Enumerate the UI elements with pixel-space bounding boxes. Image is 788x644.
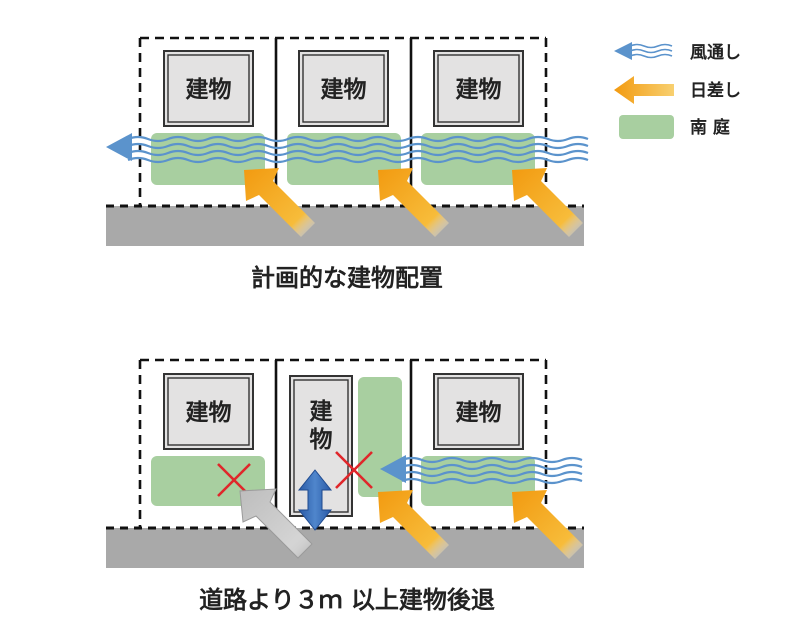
lot-boundaries	[138, 358, 548, 528]
building-label: 建物	[186, 76, 232, 103]
legend-wind: 風通し	[614, 42, 741, 63]
wind-arrow-icon	[614, 42, 673, 60]
building-label-char: 物	[310, 426, 333, 453]
sun-arrow-icon	[512, 168, 583, 237]
building-label: 建物	[456, 399, 502, 426]
building: 建物	[163, 50, 254, 127]
legend-wind-label: 風通し	[690, 43, 741, 63]
garden-swatch-icon	[619, 115, 674, 139]
road	[106, 528, 584, 568]
sun-arrow-icon	[512, 490, 583, 559]
double-arrow-icon	[297, 469, 333, 531]
legend-sun-label: 日差し	[690, 80, 741, 101]
wind-arrow-icon	[380, 455, 583, 485]
bottom-diagram: 建物 建 物 建物	[106, 358, 584, 614]
sun-arrow-icon	[378, 490, 449, 559]
bottom-caption: 道路より３ｍ 以上建物後退	[199, 586, 495, 614]
sun-arrow-icon	[614, 76, 674, 104]
building-label: 建物	[321, 76, 367, 103]
road	[106, 206, 584, 246]
building-label: 建物	[186, 399, 232, 426]
building: 建物	[433, 50, 524, 127]
building: 建物	[433, 373, 524, 450]
top-caption: 計画的な建物配置	[251, 264, 443, 292]
legend: 風通し 日差し 南 庭	[614, 42, 741, 139]
legend-sun: 日差し	[614, 76, 741, 104]
building-label-char: 建	[310, 399, 333, 425]
legend-garden: 南 庭	[619, 115, 730, 139]
building: 建物	[163, 373, 254, 450]
wind-arrow-icon	[106, 133, 589, 164]
garden	[151, 456, 265, 506]
legend-garden-label: 南 庭	[690, 117, 730, 138]
sun-arrow-icon	[378, 168, 449, 237]
x-mark-icon	[335, 451, 373, 489]
sun-arrow-icon	[244, 168, 315, 237]
building: 建物	[298, 50, 389, 127]
lot-boundaries	[138, 36, 548, 206]
blocked-sun-arrow-icon	[239, 488, 313, 559]
building-label: 建物	[456, 76, 502, 103]
top-diagram: 建物 建物 建物 計画的な建物配置	[106, 36, 589, 292]
